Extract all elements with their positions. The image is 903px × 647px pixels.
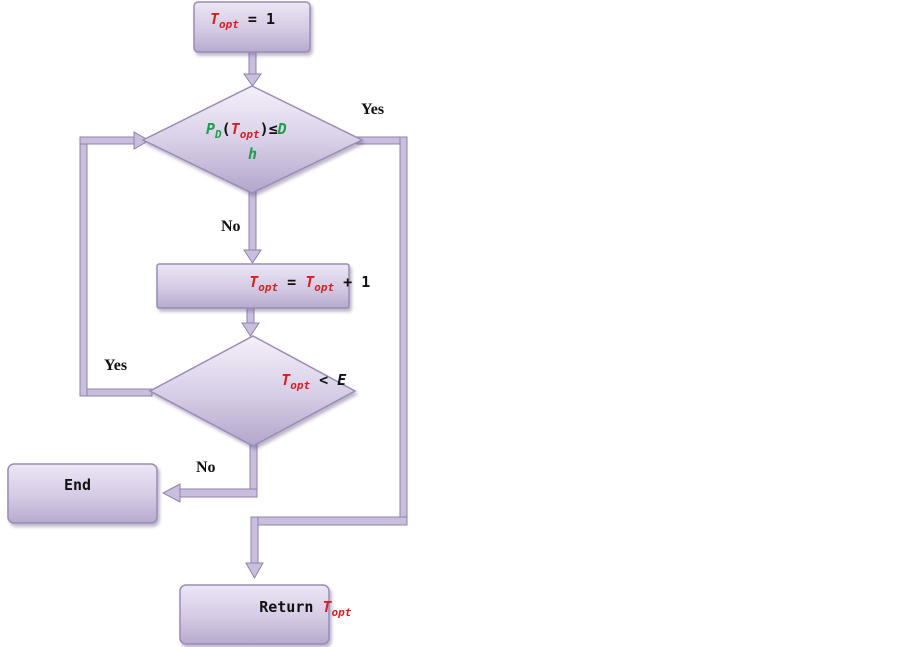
edge-label-yes-loop: Yes bbox=[104, 357, 127, 374]
init-text: Topt = 1 bbox=[210, 10, 275, 31]
decision2-condition: Topt < E bbox=[218, 371, 391, 392]
connector-loop-vertical bbox=[79, 136, 88, 397]
edge-label-yes-top: Yes bbox=[361, 101, 384, 118]
connector-increment-to-decision2 bbox=[246, 306, 255, 326]
connector-merge-vertical bbox=[250, 516, 259, 566]
increment-box: Topt = Topt + 1 bbox=[156, 263, 415, 309]
arrowhead-into-decision1 bbox=[243, 73, 262, 87]
end-label: End bbox=[64, 476, 91, 494]
arrowhead-into-decision2 bbox=[241, 322, 260, 337]
arrowhead-into-return bbox=[245, 562, 264, 580]
decision1-condition: PD(Topt)≤D bbox=[206, 120, 287, 141]
connector-init-to-decision1 bbox=[248, 51, 257, 77]
connector-decision1-yes-vertical bbox=[399, 136, 408, 526]
connector-loop-horizontal-bottom bbox=[79, 388, 153, 397]
edge-label-no-bottom: No bbox=[196, 459, 216, 476]
connector-loop-horizontal-top bbox=[79, 136, 137, 145]
return-box: Return Topt bbox=[179, 584, 397, 645]
return-text: Return Topt bbox=[196, 598, 397, 620]
end-box: End bbox=[7, 463, 158, 524]
increment-text: Topt = Topt + 1 bbox=[186, 273, 415, 294]
decision1-diamond: PD(Topt)≤D h bbox=[141, 85, 364, 194]
edge-label-no-top: No bbox=[221, 218, 241, 235]
decision2-diamond: Topt < E bbox=[148, 335, 391, 447]
arrowhead-into-increment bbox=[243, 249, 262, 264]
init-box: Topt = 1 bbox=[193, 1, 311, 53]
decision1-d-subscript: h bbox=[248, 145, 257, 163]
connectors bbox=[79, 51, 408, 580]
arrowhead-loop-into-decision1 bbox=[133, 131, 151, 150]
connector-decision1-no bbox=[248, 191, 257, 253]
arrowhead-into-end bbox=[161, 483, 181, 503]
connector-decision2-no-horizontal bbox=[177, 488, 258, 498]
connector-merge-horizontal bbox=[250, 516, 408, 526]
